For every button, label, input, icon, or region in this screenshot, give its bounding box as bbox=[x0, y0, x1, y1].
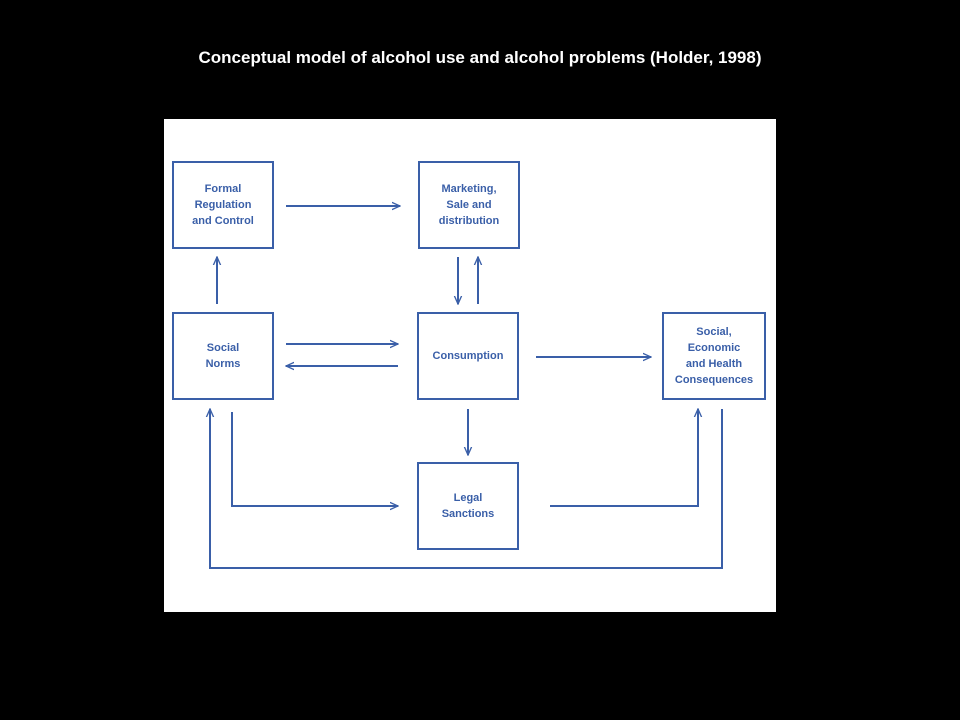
arrow-legal-to-consequences bbox=[550, 409, 698, 507]
node-formal-regulation: Formal Regulation and Control bbox=[172, 161, 274, 249]
node-legal-sanctions: Legal Sanctions bbox=[417, 462, 519, 550]
node-consequences: Social, Economic and Health Consequences bbox=[662, 312, 766, 400]
node-consumption: Consumption bbox=[417, 312, 519, 400]
slide-title: Conceptual model of alcohol use and alco… bbox=[198, 48, 762, 67]
diagram-panel: Formal Regulation and Control Marketing,… bbox=[164, 119, 776, 612]
arrow-consequences-to-norms bbox=[210, 409, 723, 569]
node-marketing: Marketing, Sale and distribution bbox=[418, 161, 520, 249]
arrow-norms-to-legal bbox=[231, 412, 398, 506]
node-social-norms: Social Norms bbox=[172, 312, 274, 400]
diagram-connectors bbox=[164, 119, 723, 569]
